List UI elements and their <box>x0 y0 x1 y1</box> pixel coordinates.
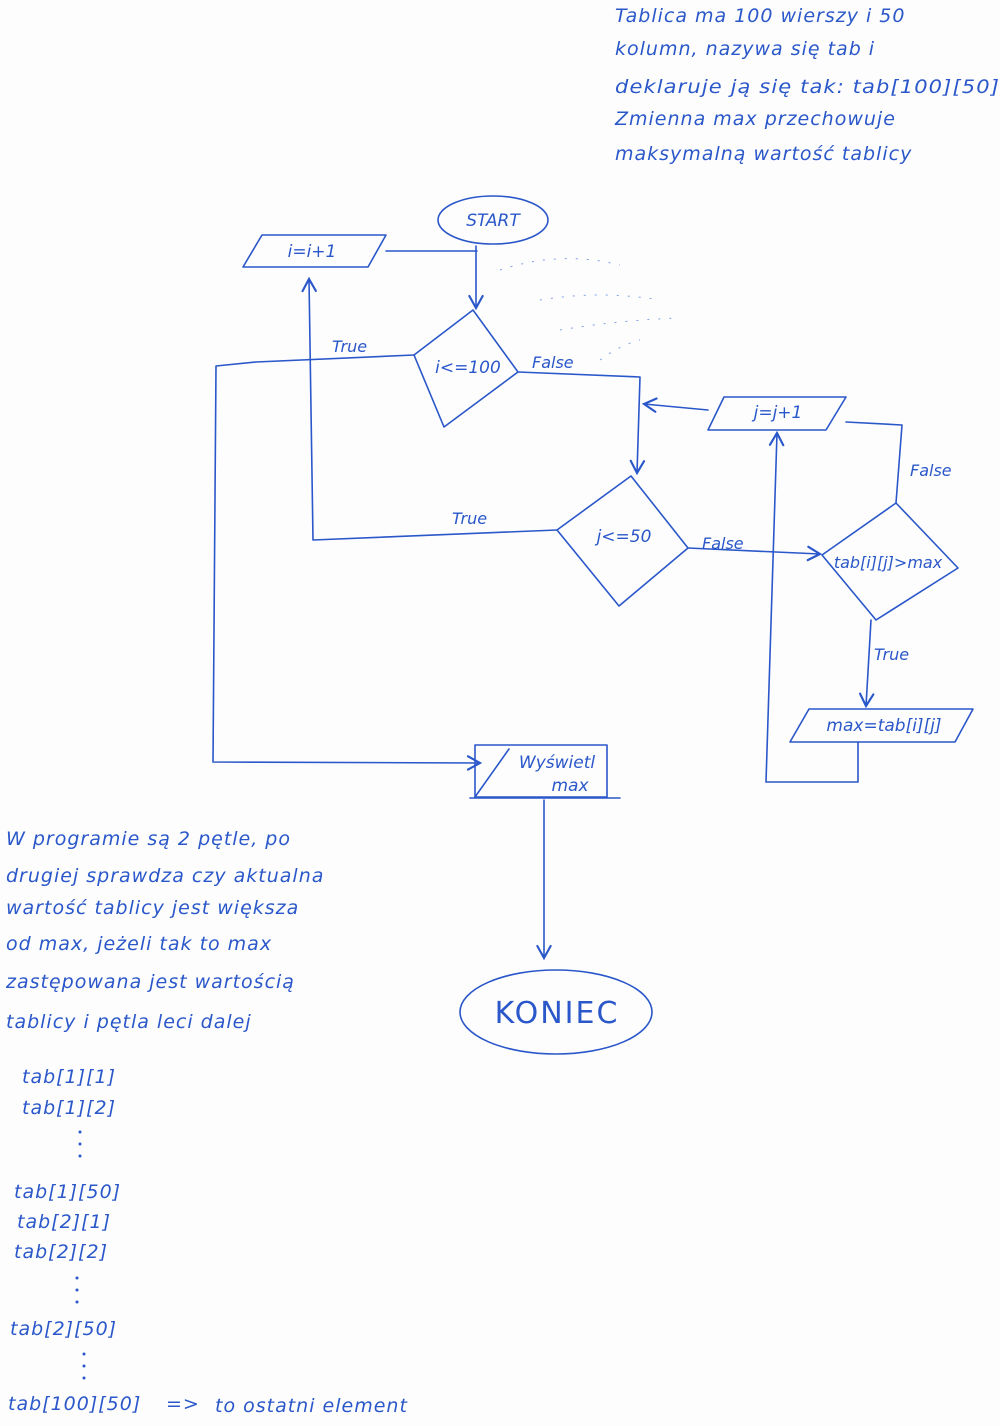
edge-label-true: True <box>452 509 487 528</box>
sequence-item: tab[1][50] <box>14 1181 121 1203</box>
top-note: Tablica ma 100 wierszy i 50 kolumn, nazy… <box>614 5 1000 165</box>
connectors <box>212 245 903 961</box>
bottom-note-line: zastępowana jest wartością <box>5 971 295 993</box>
end-label: KONIEC <box>495 996 620 1031</box>
edge-label-false: False <box>532 353 574 372</box>
sequence-last-comment: to ostatni element <box>215 1395 408 1417</box>
assign-box: max=tab[i][j] <box>789 708 974 743</box>
edge-label-false: False <box>702 534 744 553</box>
index-sequence: tab[1][1] tab[1][2] tab[1][50] tab[2][1]… <box>8 1066 408 1417</box>
sequence-item: tab[2][1] <box>17 1211 111 1233</box>
assign-to-j-increment-arrow <box>765 430 859 783</box>
i-condition-diamond: i<=100 <box>413 309 519 428</box>
j-increment-box: j=j+1 <box>707 396 847 431</box>
top-note-line: Zmienna max przechowuje <box>614 108 896 130</box>
edge-label-true: True <box>332 337 367 356</box>
bottom-note-line: drugiej sprawdza czy aktualna <box>6 865 324 887</box>
ellipsis-dot <box>78 1130 82 1134</box>
i-condition-label: i<=100 <box>435 358 501 378</box>
sequence-item: tab[1][1] <box>22 1066 116 1088</box>
bottom-note-line: W programie są 2 pętle, po <box>6 828 291 850</box>
i-increment-label: i=i+1 <box>288 242 337 262</box>
j-condition-diamond: j<=50 <box>556 475 689 607</box>
ellipsis-dot <box>82 1352 86 1356</box>
ellipsis-dot <box>78 1154 82 1158</box>
edge-label-false: False <box>910 461 952 480</box>
sequence-last-item: tab[100][50] <box>8 1393 141 1415</box>
display-label-line2: max <box>551 776 589 796</box>
bottom-note-line: wartość tablicy jest większa <box>6 897 299 919</box>
ellipsis-dot <box>75 1300 79 1304</box>
end-terminal: KONIEC <box>459 969 653 1055</box>
start-label: START <box>466 211 521 231</box>
compare-label: tab[i][j]>max <box>834 553 943 572</box>
compare-false-line <box>845 421 903 504</box>
bottom-note: W programie są 2 pętle, po drugiej spraw… <box>5 828 324 1033</box>
start-terminal: START <box>437 195 549 245</box>
sequence-last-arrow: => <box>166 1393 200 1415</box>
compare-diamond: tab[i][j]>max <box>821 502 959 621</box>
edge-label-true: True <box>874 645 909 664</box>
top-note-line: kolumn, nazywa się tab i <box>615 38 875 60</box>
ellipsis-dot <box>75 1276 79 1280</box>
ellipsis-dot <box>82 1376 86 1380</box>
sequence-item: tab[2][50] <box>10 1318 117 1340</box>
display-label-line1: Wyświetl <box>519 753 595 773</box>
j-condition-false-to-compare-arrow <box>687 545 823 562</box>
top-note-line: maksymalną wartość tablicy <box>615 143 912 165</box>
sequence-item: tab[1][2] <box>22 1097 116 1119</box>
display-box: Wyświetl max <box>469 744 621 799</box>
j-increment-to-j-condition-arrow <box>641 397 709 413</box>
i-condition-false-to-j-condition-arrow <box>517 371 646 476</box>
bottom-note-line: od max, jeżeli tak to max <box>6 933 272 955</box>
ellipsis-dot <box>78 1142 82 1146</box>
compare-true-to-assign-arrow <box>858 619 875 709</box>
faint-pencil-marks <box>499 258 681 361</box>
assign-label: max=tab[i][j] <box>826 716 941 736</box>
i-condition-true-to-display-arrow <box>212 354 483 771</box>
ellipsis-dot <box>75 1288 79 1292</box>
sequence-item: tab[2][2] <box>14 1241 108 1263</box>
ellipsis-dot <box>82 1364 86 1368</box>
j-increment-label: j=j+1 <box>752 403 803 423</box>
top-note-line: deklaruje ją się tak: tab[100][50] <box>615 76 1000 98</box>
j-condition-label: j<=50 <box>595 527 652 547</box>
top-note-line: Tablica ma 100 wierszy i 50 <box>615 5 905 27</box>
i-increment-box: i=i+1 <box>242 234 387 268</box>
edge-labels: True False True False False True <box>332 337 952 664</box>
bottom-note-line: tablicy i pętla leci dalej <box>6 1011 252 1033</box>
j-condition-true-to-i-increment-arrow <box>301 276 558 541</box>
